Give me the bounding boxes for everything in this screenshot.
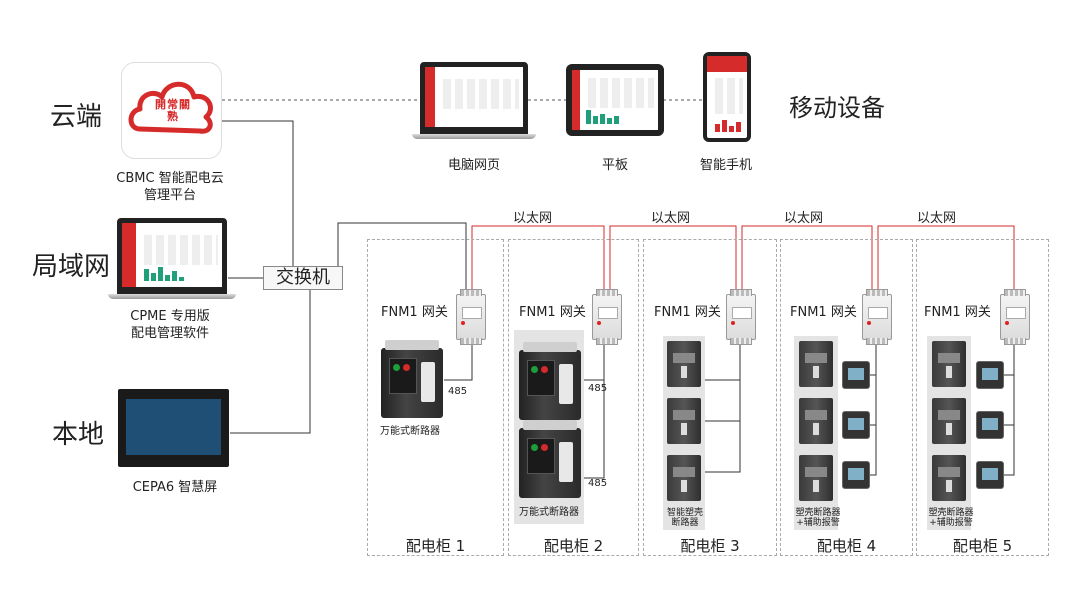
ethernet-label-1: 以太网 <box>513 211 553 226</box>
phone-label: 智能手机 <box>699 158 752 173</box>
molded-case-breaker-icon <box>799 455 833 501</box>
gateway-icon <box>456 289 486 345</box>
ethernet-label-2: 以太网 <box>651 211 691 226</box>
switch-box[interactable]: 交换机 <box>263 266 343 290</box>
ethernet-label-4: 以太网 <box>917 211 957 226</box>
molded-case-breaker-icon <box>932 455 966 501</box>
gateway-label-4: FNM1 网关 <box>790 305 857 320</box>
device-label-5a: 塑壳断路器 <box>928 508 974 518</box>
power-meter-icon <box>842 411 870 439</box>
device-label-2: 万能式断路器 <box>519 507 579 518</box>
gateway-label-3: FNM1 网关 <box>654 305 721 320</box>
touch-screen-icon <box>118 389 229 467</box>
cepa-label: CEPA6 智慧屏 <box>132 480 218 495</box>
cloud-switch-wire <box>222 120 294 266</box>
molded-case-breaker-icon <box>667 341 701 387</box>
cabinet-name-1: 配电柜 1 <box>405 537 466 555</box>
molded-case-breaker-icon <box>799 398 833 444</box>
cloud-platform-label-1: CBMC 智能配电云 <box>116 171 224 186</box>
gateway-icon <box>862 289 892 345</box>
molded-case-breaker-icon <box>667 455 701 501</box>
device-label-5b: +辅助报警 <box>929 518 973 528</box>
molded-case-breaker-icon <box>932 398 966 444</box>
cabinet-name-3: 配电柜 3 <box>680 537 740 555</box>
tablet-icon <box>566 64 664 136</box>
power-meter-icon <box>976 461 1004 489</box>
gateway-icon <box>726 289 756 345</box>
device-label-3b: 断路器 <box>671 518 699 528</box>
cpme-label-1: CPME 专用版 <box>130 309 210 324</box>
power-meter-icon <box>976 361 1004 389</box>
switch-gateway-wire <box>337 222 467 290</box>
ethernet-link-3 <box>741 225 873 290</box>
molded-case-breaker-icon <box>667 398 701 444</box>
gateway-label-5: FNM1 网关 <box>924 305 991 320</box>
ethernet-link-2 <box>609 225 737 290</box>
air-circuit-breaker-icon <box>519 420 581 498</box>
laptop-icon <box>117 218 227 294</box>
device-label-3a: 智能塑壳 <box>666 508 703 518</box>
gateway-label-2: FNM1 网关 <box>519 305 586 320</box>
pc-label: 电脑网页 <box>447 158 500 173</box>
air-circuit-breaker-icon <box>519 342 581 420</box>
bus-wire-3 <box>703 342 741 473</box>
bus-wire-4 <box>870 342 877 476</box>
cabinet-1[interactable] <box>367 239 504 556</box>
rs485-wire-1 <box>444 342 473 381</box>
rs485-label-2b: 485 <box>588 478 608 489</box>
device-label-4b: +辅助报警 <box>796 518 840 528</box>
cloud-logo-text: 開常關熟 <box>155 98 191 123</box>
air-circuit-breaker-icon <box>381 340 443 418</box>
cloud-logo-icon <box>128 81 213 134</box>
rs485-label-2a: 485 <box>588 383 608 394</box>
cabinet-5[interactable] <box>916 239 1049 556</box>
molded-case-breaker-icon <box>932 341 966 387</box>
mobile-title: 移动设备 <box>789 94 885 122</box>
ethernet-link-1 <box>471 225 605 290</box>
cabinet-3[interactable] <box>643 239 777 556</box>
tablet-label: 平板 <box>601 158 628 173</box>
ethernet-link-4 <box>877 225 1015 290</box>
smartphone-icon <box>703 52 751 142</box>
rs485-wire-2b <box>583 342 605 479</box>
power-meter-icon <box>976 411 1004 439</box>
cepa-switch-wire <box>230 290 311 434</box>
gateway-label-1: FNM1 网关 <box>381 305 448 320</box>
level-cloud: 云端 <box>50 102 103 132</box>
cabinet-name-2: 配电柜 2 <box>543 537 604 555</box>
cabinet-4[interactable] <box>780 239 913 556</box>
molded-case-breaker-icon <box>799 341 833 387</box>
ethernet-label-3: 以太网 <box>784 211 824 226</box>
gateway-icon <box>592 289 622 345</box>
device-label-4a: 塑壳断路器 <box>795 508 841 518</box>
device-label-1: 万能式断路器 <box>380 426 440 437</box>
cpme-label-2: 配电管理软件 <box>130 326 209 341</box>
cloud-platform-card[interactable]: 開常關熟 <box>121 62 222 159</box>
gateway-icon <box>1000 289 1030 345</box>
rs485-label-1: 485 <box>448 386 468 397</box>
bus-wire-5 <box>1004 342 1015 476</box>
cabinet-name-5: 配电柜 5 <box>952 537 1013 555</box>
power-meter-icon <box>842 461 870 489</box>
level-local: 本地 <box>52 420 105 450</box>
power-meter-icon <box>842 361 870 389</box>
level-lan: 局域网 <box>32 252 111 282</box>
cabinet-name-4: 配电柜 4 <box>816 537 877 555</box>
cabinet-2[interactable] <box>508 239 639 556</box>
cloud-platform-label-2: 管理平台 <box>143 188 196 203</box>
pc-laptop-icon <box>420 62 528 134</box>
